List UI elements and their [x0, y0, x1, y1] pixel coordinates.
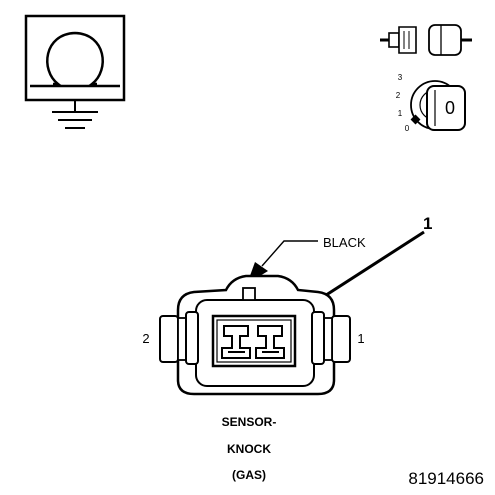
terminal-2 [221, 325, 251, 359]
ohmmeter-ground-icon [24, 14, 126, 129]
caption-sensor: SENSOR- [222, 415, 277, 429]
caption-knock: KNOCK [227, 442, 271, 456]
disconnected-connector-icon [380, 24, 472, 56]
ignition-position-3: 3 [398, 73, 403, 82]
ignition-position-1: 1 [398, 109, 403, 118]
knock-sensor-connector [159, 274, 351, 396]
caption-gas: (GAS) [232, 468, 266, 482]
figure-number: 81914666 [408, 469, 484, 488]
pin-number-right: 1 [357, 331, 364, 346]
pin-number-left: 2 [142, 331, 149, 346]
connector-color-label: BLACK [323, 235, 366, 250]
ignition-position-2: 2 [396, 91, 401, 100]
ignition-position-0: 0 [405, 124, 410, 133]
terminal-1 [255, 325, 285, 359]
callout-number: 1 [423, 214, 432, 233]
ignition-key-off-icon: 3 2 1 0 0 [396, 73, 466, 133]
ignition-key-label: 0 [445, 98, 455, 118]
